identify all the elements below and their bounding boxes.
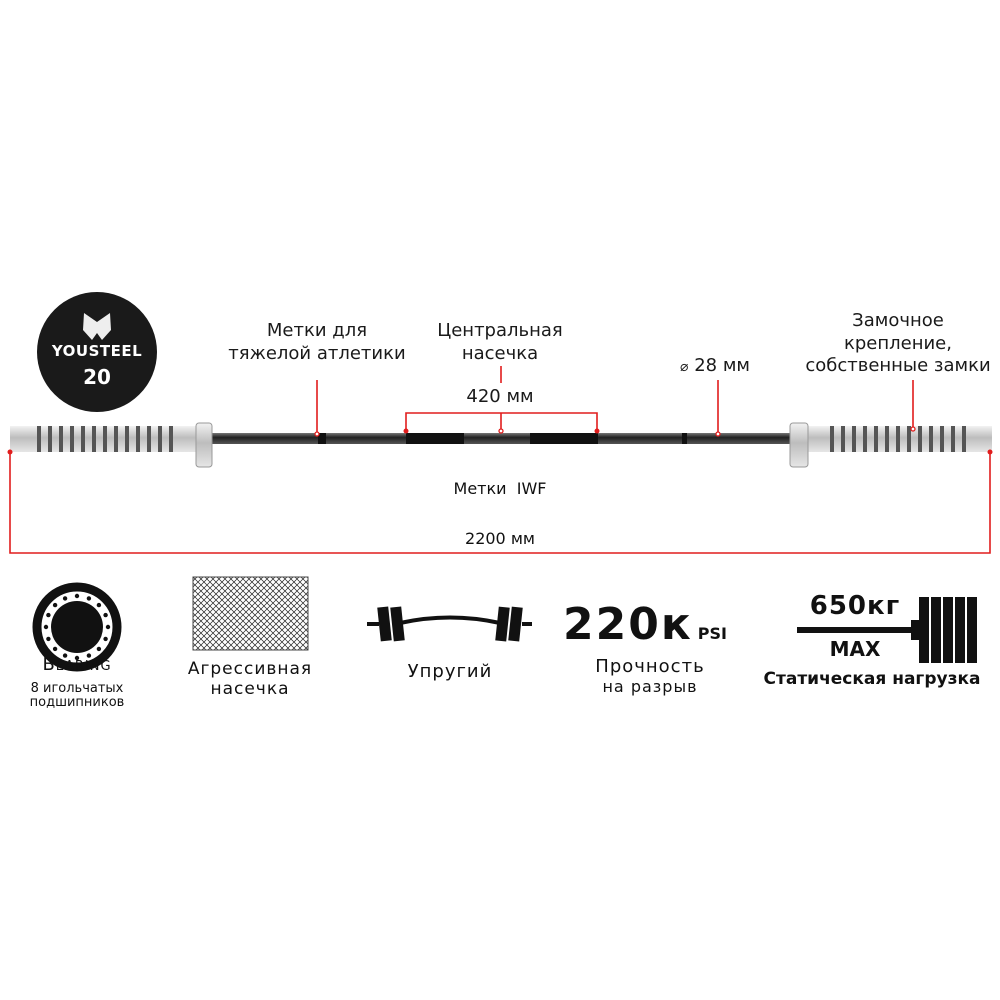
feature-load-value: 650кг <box>809 591 901 621</box>
label-locking-1: Замочное <box>852 310 944 331</box>
feature-bearing-sub-2: подшипников <box>29 695 125 710</box>
label-locking-2: крепление, <box>844 333 952 354</box>
feature-knurl-title-2: насечка <box>210 679 290 699</box>
loaded-barbell-icon <box>797 597 977 663</box>
feature-bearing-sub-1: 8 игольчатых <box>30 681 124 696</box>
dimension-lines <box>9 366 991 554</box>
label-diameter: ⌀ 28 мм <box>650 355 780 377</box>
label-weightlifting-marks-2: тяжелой атлетики <box>228 343 406 364</box>
feature-tensile-title-1: Прочность <box>595 656 705 677</box>
feature-load-max: MAX <box>829 637 881 661</box>
diameter-value: 28 мм <box>694 355 750 376</box>
tensile-unit: PSI <box>697 624 727 643</box>
knurling-icon <box>192 576 309 651</box>
feature-load-title: Статическая нагрузка <box>763 669 981 689</box>
logo-badge <box>37 292 157 412</box>
label-locking-3: собственные замки <box>805 355 991 376</box>
feature-tensile-title-2: на разрыв <box>602 677 698 696</box>
label-iwf-marks: Метки IWF <box>453 479 547 498</box>
bearing-icon <box>32 582 122 672</box>
tensile-number: 220к <box>562 599 693 650</box>
label-center-knurl-2: насечка <box>461 343 539 364</box>
label-total-length: 2200 мм <box>465 529 535 548</box>
feature-knurl-title-1: Агрессивная <box>187 659 313 679</box>
feature-bearing-title: Bearing <box>42 654 112 675</box>
label-center-length: 420 мм <box>466 386 534 407</box>
logo-brand: YOUSTEEL <box>51 342 143 360</box>
logo-helmet-icon <box>83 313 111 340</box>
label-center-knurl-1: Центральная <box>437 320 563 341</box>
feature-flex-title: Упругий <box>407 661 493 682</box>
logo-weight: 20 <box>83 365 111 389</box>
diameter-icon: ⌀ <box>680 359 689 375</box>
feature-tensile-value: 220к PSI <box>555 599 735 651</box>
label-weightlifting-marks-1: Метки для <box>266 320 368 341</box>
flexible-barbell-icon <box>367 606 532 642</box>
barbell <box>10 422 992 468</box>
